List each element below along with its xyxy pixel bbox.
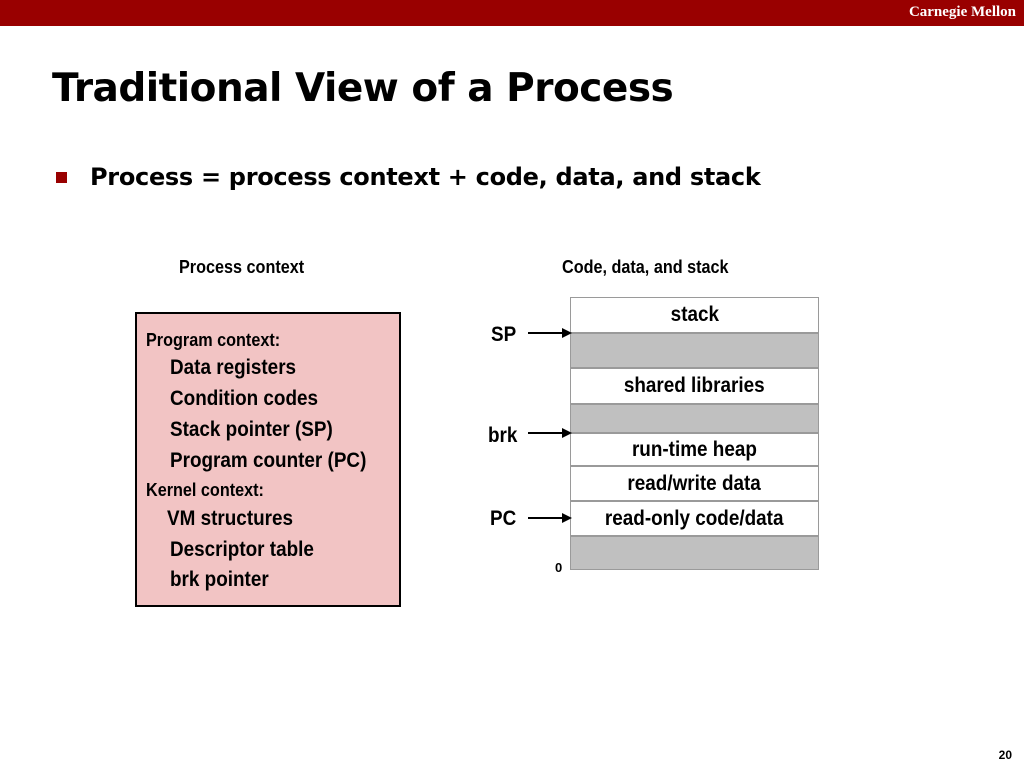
brk-arrow-icon (528, 428, 572, 438)
brk-pointer-label: brk (488, 424, 518, 447)
sp-pointer-label: SP (491, 323, 517, 346)
memory-segment-read-write-data: read/write data (570, 466, 819, 501)
memory-segment-gap (570, 333, 819, 368)
kernel-context-item: brk pointer (170, 568, 269, 591)
process-context-label: Process context (179, 257, 305, 277)
bullet-text: Process = process context + code, data, … (90, 163, 761, 191)
pc-arrow-icon (528, 513, 572, 523)
memory-segment-shared-libraries: shared libraries (570, 368, 819, 404)
kernel-context-item: VM structures (167, 507, 294, 530)
pc-pointer-label: PC (490, 507, 517, 530)
program-context-item: Stack pointer (SP) (170, 418, 333, 441)
memory-segment-read-only-code: read-only code/data (570, 501, 819, 536)
code-data-stack-label: Code, data, and stack (562, 257, 729, 277)
program-context-item: Condition codes (170, 387, 319, 410)
address-zero-label: 0 (555, 560, 563, 575)
kernel-context-item: Descriptor table (170, 538, 314, 561)
memory-segment-gap (570, 404, 819, 433)
memory-segment-stack: stack (570, 297, 819, 333)
memory-segment-run-time-heap: run-time heap (570, 433, 819, 466)
brand-label: Carnegie Mellon (908, 4, 1016, 20)
program-context-heading: Program context: (146, 330, 281, 350)
bullet-square-icon (56, 171, 67, 183)
slide-title: Traditional View of a Process (52, 66, 674, 111)
bullet-item: Process = process context + code, data, … (56, 163, 761, 191)
sp-arrow-icon (528, 328, 572, 338)
program-context-item: Program counter (PC) (170, 449, 367, 472)
page-number: 20 (998, 748, 1012, 762)
header-bar: Carnegie Mellon (0, 0, 1024, 26)
kernel-context-heading: Kernel context: (146, 480, 264, 500)
process-context-box: Program context: Data registers Conditio… (135, 312, 401, 607)
program-context-item: Data registers (170, 356, 297, 379)
memory-segment-gap (570, 536, 819, 570)
